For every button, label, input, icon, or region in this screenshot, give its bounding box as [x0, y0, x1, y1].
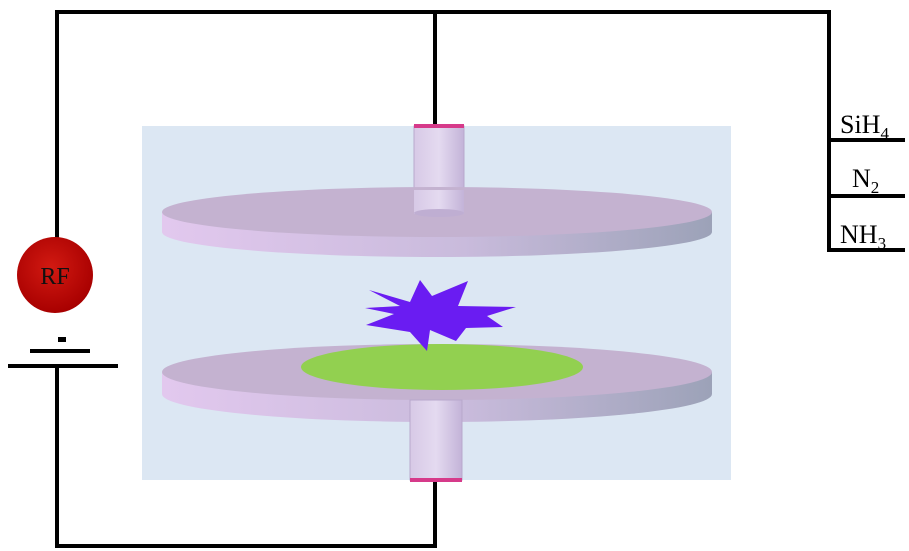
- rf-source: [17, 237, 93, 313]
- plasma-glow: [365, 280, 516, 351]
- bottom-wire: [55, 368, 437, 548]
- gas-inlet-bars: [829, 138, 905, 252]
- upper-electrode: [162, 187, 712, 257]
- gas-label-n2: N2: [852, 164, 879, 197]
- rf-source-label: RF: [40, 264, 69, 290]
- gas-label-sih4: SiH4: [840, 110, 889, 143]
- circuit-wires: [55, 10, 831, 548]
- lower-electrode-stem: [409, 399, 463, 482]
- top-wire: [55, 10, 831, 254]
- substrate-wafer: [301, 344, 583, 390]
- gas-label-nh3: NH3: [840, 220, 886, 253]
- ground-symbol: [8, 337, 118, 368]
